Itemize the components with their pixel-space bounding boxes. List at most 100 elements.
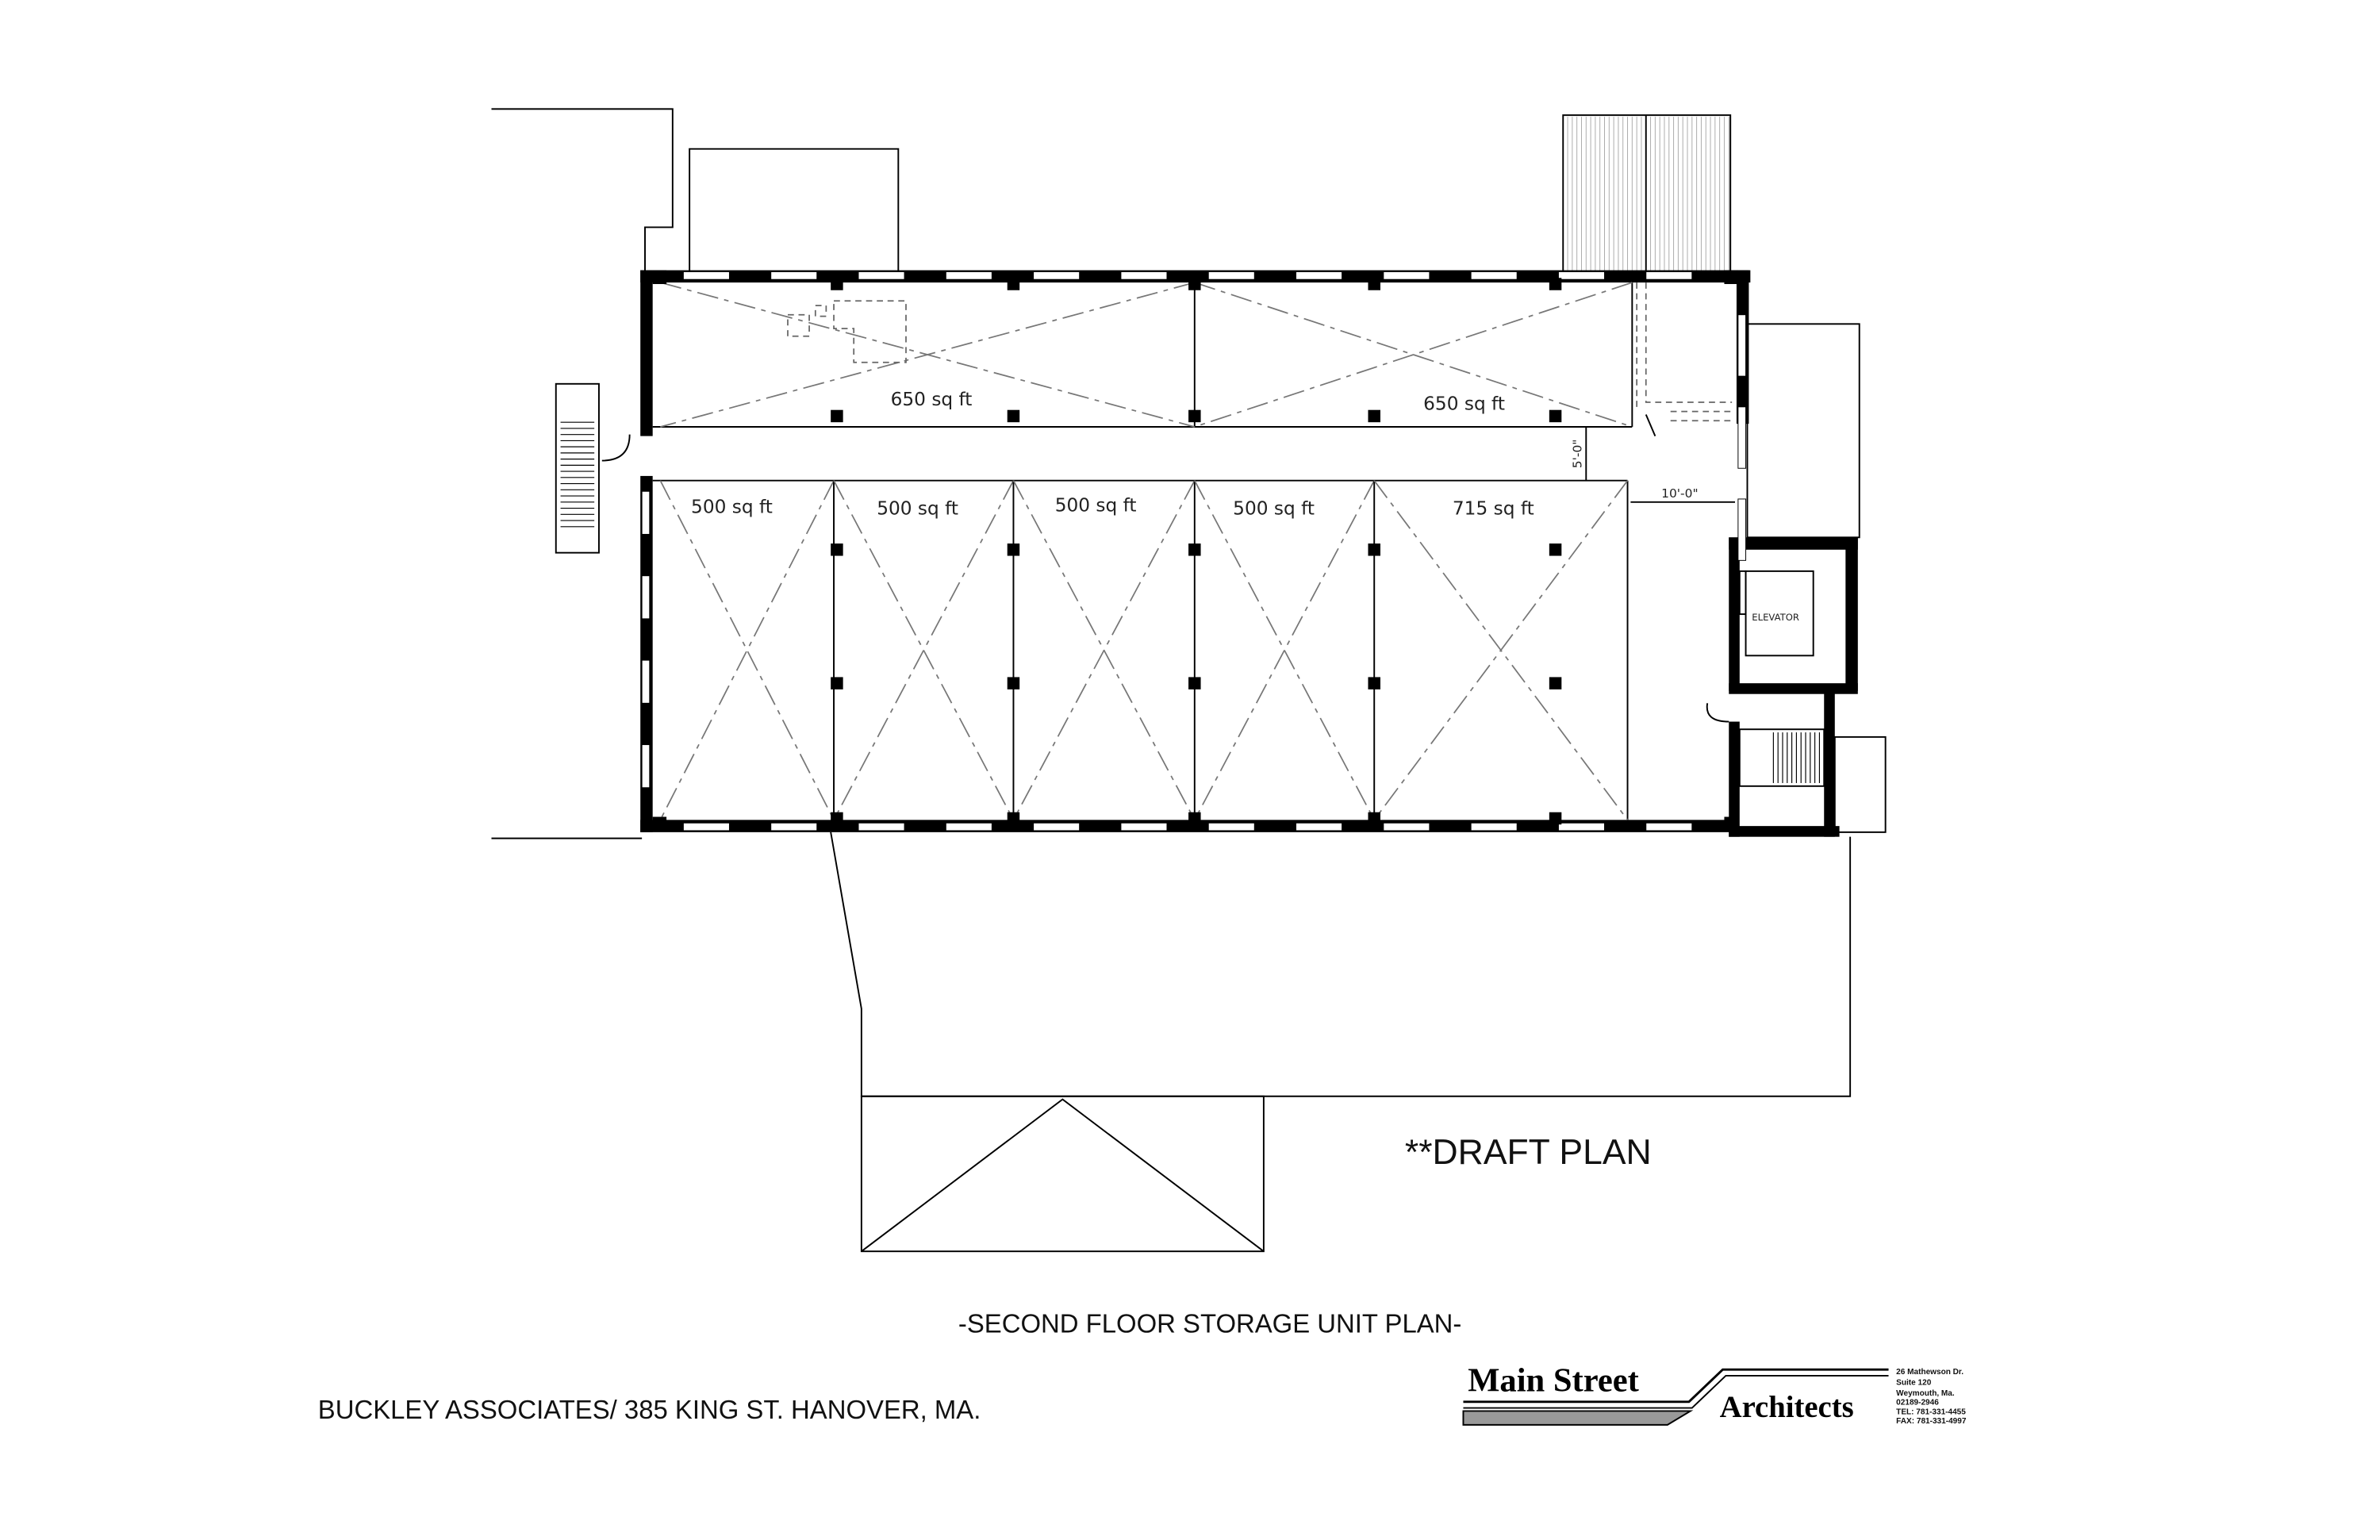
window bbox=[1120, 271, 1168, 280]
column bbox=[831, 409, 843, 423]
unit-area-label: 500 sq ft bbox=[1055, 494, 1137, 516]
window bbox=[945, 822, 992, 831]
logo-address-line: FAX: 781-331-4997 bbox=[1896, 1417, 1967, 1426]
dimension-label: 10'-0" bbox=[1661, 486, 1698, 501]
unit-diagonal bbox=[660, 282, 1196, 428]
column bbox=[652, 816, 667, 831]
column bbox=[1007, 677, 1020, 689]
window bbox=[1383, 271, 1430, 280]
dashed-fixtures bbox=[787, 282, 1733, 422]
window bbox=[1645, 271, 1693, 280]
window bbox=[1645, 822, 1693, 831]
interior-stair bbox=[1706, 703, 1825, 787]
column bbox=[1368, 409, 1380, 423]
logo-address-line: 26 Mathewson Dr. bbox=[1896, 1368, 1964, 1377]
column bbox=[831, 677, 843, 689]
window bbox=[1470, 822, 1518, 831]
unit-diagonal bbox=[1012, 480, 1196, 820]
window bbox=[770, 271, 818, 280]
column bbox=[1549, 409, 1562, 423]
window bbox=[1033, 822, 1081, 831]
window bbox=[1383, 822, 1430, 831]
window bbox=[1296, 271, 1343, 280]
column bbox=[1724, 270, 1738, 285]
column bbox=[1188, 677, 1201, 689]
window bbox=[770, 822, 818, 831]
window bbox=[1557, 822, 1605, 831]
logo-address-line: Weymouth, Ma. bbox=[1896, 1389, 1955, 1398]
column bbox=[831, 812, 843, 825]
unit-diagonal bbox=[1373, 480, 1629, 820]
column bbox=[1188, 812, 1201, 825]
window bbox=[858, 271, 905, 280]
unit-diagonal bbox=[659, 480, 835, 820]
unit-area-label: 650 sq ft bbox=[1423, 394, 1505, 415]
column bbox=[1188, 543, 1201, 556]
column bbox=[1549, 543, 1562, 556]
unit-diagonal bbox=[833, 480, 1015, 820]
window bbox=[682, 822, 730, 831]
column bbox=[1007, 409, 1020, 423]
unit-area-label: 650 sq ft bbox=[891, 389, 973, 410]
dimension-corridor-width: 5'-0" bbox=[1570, 426, 1587, 481]
logo-architects: Architects bbox=[1720, 1391, 1854, 1424]
logo-address-line: TEL: 781-331-4455 bbox=[1896, 1408, 1966, 1416]
deck-hatched bbox=[1562, 114, 1732, 275]
column bbox=[1549, 677, 1562, 689]
window bbox=[1296, 822, 1343, 831]
window bbox=[858, 822, 905, 831]
unit-area-label: 500 sq ft bbox=[877, 497, 958, 519]
window bbox=[1207, 822, 1255, 831]
unit-area-label: 500 sq ft bbox=[1233, 497, 1315, 519]
window bbox=[641, 490, 651, 535]
exterior-stair-left bbox=[555, 382, 631, 554]
architect-logo: Main Street Architects 26 Mathewson Dr. … bbox=[1462, 1361, 1967, 1426]
adjacent-building-left bbox=[491, 108, 674, 274]
column bbox=[1007, 278, 1020, 290]
draft-plan-label: **DRAFT PLAN bbox=[1405, 1133, 1652, 1172]
column bbox=[1368, 278, 1380, 290]
client-address: BUCKLEY ASSOCIATES/ 385 KING ST. HANOVER… bbox=[318, 1395, 981, 1424]
unit-diagonal bbox=[659, 480, 835, 820]
unit-area-label: 500 sq ft bbox=[691, 496, 773, 517]
column bbox=[1007, 812, 1020, 825]
building-walls bbox=[640, 270, 1858, 837]
lower-roof bbox=[860, 1095, 1265, 1253]
window bbox=[1557, 271, 1605, 280]
window bbox=[1737, 406, 1747, 469]
window bbox=[1033, 271, 1081, 280]
window bbox=[641, 744, 651, 789]
column bbox=[1188, 278, 1201, 290]
dimension-label: 5'-0" bbox=[1570, 440, 1584, 469]
window bbox=[682, 271, 730, 280]
column bbox=[1724, 816, 1738, 831]
unit-diagonal bbox=[1194, 282, 1633, 428]
column bbox=[831, 278, 843, 290]
drawing-title: -SECOND FLOOR STORAGE UNIT PLAN- bbox=[958, 1309, 1461, 1338]
window bbox=[641, 575, 651, 620]
column bbox=[1549, 278, 1562, 290]
unit-diagonal bbox=[1194, 480, 1375, 820]
elevator: ELEVATOR bbox=[1738, 570, 1814, 657]
window bbox=[1470, 271, 1518, 280]
elevator-label: ELEVATOR bbox=[1752, 612, 1799, 623]
adjacent-building-top bbox=[689, 148, 900, 274]
stair-landing-box bbox=[1833, 735, 1887, 833]
window bbox=[641, 659, 651, 704]
columns bbox=[652, 270, 1738, 831]
lower-structure-outline bbox=[830, 831, 1852, 1097]
windows bbox=[641, 271, 1747, 831]
window bbox=[1120, 822, 1168, 831]
unit-area-label: 715 sq ft bbox=[1453, 497, 1534, 519]
column bbox=[1188, 409, 1201, 423]
column bbox=[1368, 543, 1380, 556]
window bbox=[945, 271, 992, 280]
unit-partitions bbox=[659, 282, 1633, 820]
logo-main-street: Main Street bbox=[1468, 1361, 1639, 1399]
logo-address-line: 02189-2946 bbox=[1896, 1399, 1939, 1408]
dimension-corridor-end: 10'-0" bbox=[1630, 486, 1735, 503]
column bbox=[1007, 543, 1020, 556]
column bbox=[1549, 812, 1562, 825]
column bbox=[831, 543, 843, 556]
